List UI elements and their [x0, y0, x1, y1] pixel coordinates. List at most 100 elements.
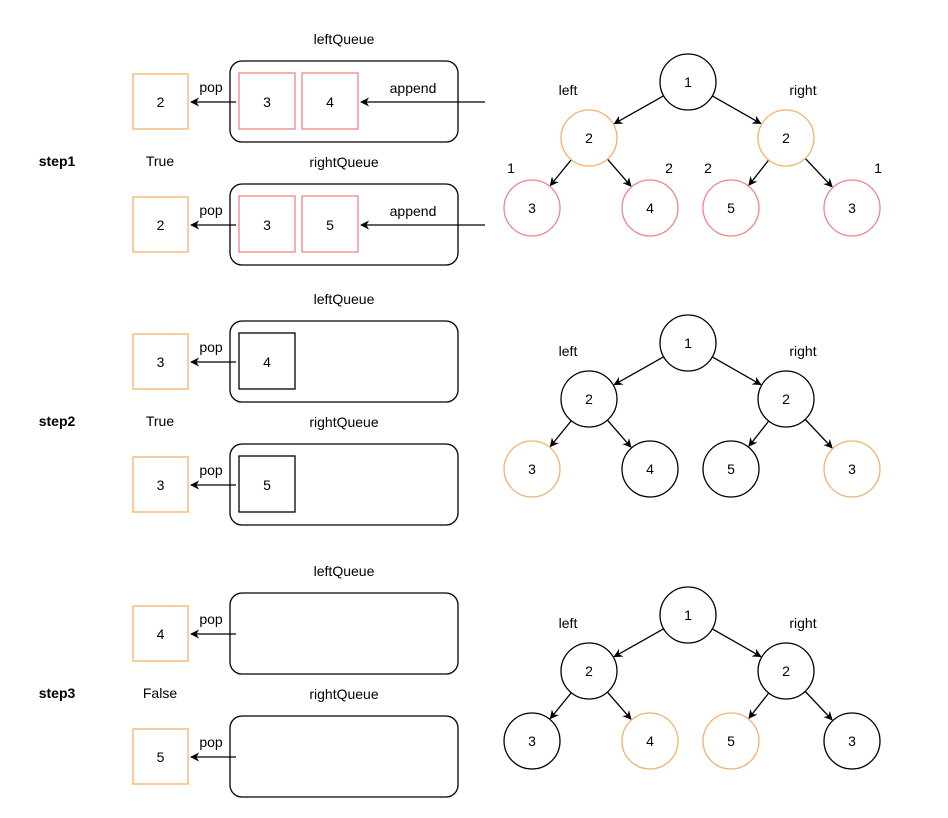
- tree-edge-arrow: [804, 418, 833, 449]
- tree-leaf-value: 3: [528, 200, 536, 216]
- tree-left-child-value: 2: [585, 663, 593, 679]
- tree-right-child-value: 2: [782, 663, 790, 679]
- tree-leaf-circle: [503, 712, 561, 770]
- right-subtree-label: right: [789, 343, 816, 359]
- tree-leaf-circle: [503, 179, 561, 237]
- left-popped-box: [132, 73, 189, 130]
- tree-edge-arrow: [549, 692, 572, 720]
- append-label: append: [390, 80, 437, 96]
- queue-item-box: [301, 195, 359, 253]
- traversal-order-label: 2: [704, 160, 712, 176]
- tree-edge-arrow: [748, 159, 770, 186]
- left-queue-container: [229, 592, 459, 675]
- right-popped-value: 3: [157, 477, 165, 493]
- tree-leaf-circle: [823, 440, 881, 498]
- queue-item-value: 3: [263, 217, 271, 233]
- tree-edge-arrow: [549, 420, 572, 448]
- tree-right-child-circle: [757, 370, 815, 428]
- left-subtree-label: left: [559, 82, 578, 98]
- queue-item-box: [301, 72, 359, 130]
- tree-root-value: 1: [684, 335, 692, 351]
- tree-leaf-value: 4: [646, 733, 654, 749]
- right-queue-title: rightQueue: [309, 154, 378, 170]
- comparison-result: False: [143, 685, 177, 701]
- tree-leaf-circle: [823, 712, 881, 770]
- left-queue-title: leftQueue: [314, 291, 375, 307]
- tree-root-circle: [659, 314, 717, 372]
- tree-leaf-value: 4: [646, 200, 654, 216]
- pop-label: pop: [199, 611, 223, 627]
- right-subtree-label: right: [789, 615, 816, 631]
- queue-item-box: [238, 455, 296, 513]
- pop-label: pop: [199, 79, 223, 95]
- tree-leaf-circle: [503, 440, 561, 498]
- tree-leaf-value: 5: [727, 200, 735, 216]
- queue-item-box: [238, 195, 296, 253]
- tree-leaf-value: 5: [727, 733, 735, 749]
- left-popped-value: 3: [157, 354, 165, 370]
- tree-edge-arrow: [711, 95, 762, 125]
- right-queue-title: rightQueue: [309, 686, 378, 702]
- tree-edge-arrow: [606, 158, 632, 187]
- tree-leaf-value: 5: [727, 461, 735, 477]
- tree-root-value: 1: [684, 74, 692, 90]
- left-popped-value: 4: [157, 626, 165, 642]
- left-queue-group: leftQueue 4 pop: [132, 563, 459, 675]
- queue-item-value: 4: [263, 354, 271, 370]
- tree-edge-arrow: [748, 692, 770, 719]
- tree-left-child-circle: [560, 642, 618, 700]
- left-queue-title: leftQueue: [314, 563, 375, 579]
- right-queue-title: rightQueue: [309, 414, 378, 430]
- queue-item-value: 4: [326, 94, 334, 110]
- tree-root-value: 1: [684, 607, 692, 623]
- tree-leaf-circle: [702, 440, 760, 498]
- tree-root-circle: [659, 586, 717, 644]
- queue-item-box: [238, 332, 296, 390]
- tree-edge-arrow: [804, 690, 833, 721]
- tree-edge-arrow: [613, 628, 664, 658]
- tree-right-child-value: 2: [782, 130, 790, 146]
- comparison-result: True: [146, 413, 174, 429]
- tree-left-child-value: 2: [585, 130, 593, 146]
- tree-leaf-value: 3: [528, 733, 536, 749]
- tree-edge-arrow: [549, 159, 572, 187]
- tree-leaf-value: 3: [848, 461, 856, 477]
- tree-leaf-circle: [621, 712, 679, 770]
- right-subtree-label: right: [789, 82, 816, 98]
- tree-leaf-value: 3: [848, 200, 856, 216]
- right-popped-box: [132, 196, 189, 253]
- append-label: append: [390, 203, 437, 219]
- traversal-order-label: 1: [874, 160, 882, 176]
- traversal-order-label: 1: [507, 160, 515, 176]
- step-label: step2: [39, 413, 76, 429]
- right-popped-box: [132, 728, 189, 785]
- comparison-result: True: [146, 153, 174, 169]
- right-popped-value: 5: [157, 749, 165, 765]
- tree-edge-arrow: [711, 628, 762, 658]
- left-popped-box: [132, 333, 189, 390]
- left-subtree-label: left: [559, 343, 578, 359]
- tree-leaf-circle: [702, 712, 760, 770]
- left-popped-box: [132, 605, 189, 662]
- tree-left-child-circle: [560, 109, 618, 167]
- tree-leaf-value: 3: [528, 461, 536, 477]
- tree-leaf-circle: [702, 179, 760, 237]
- queue-item-box: [238, 72, 296, 130]
- tree-edge-arrow: [606, 419, 632, 448]
- queue-item-value: 5: [263, 477, 271, 493]
- tree-edge-arrow: [748, 420, 770, 447]
- left-popped-value: 2: [157, 94, 165, 110]
- right-popped-value: 2: [157, 217, 165, 233]
- left-queue-title: leftQueue: [314, 31, 375, 47]
- pop-label: pop: [199, 734, 223, 750]
- tree-leaf-circle: [621, 179, 679, 237]
